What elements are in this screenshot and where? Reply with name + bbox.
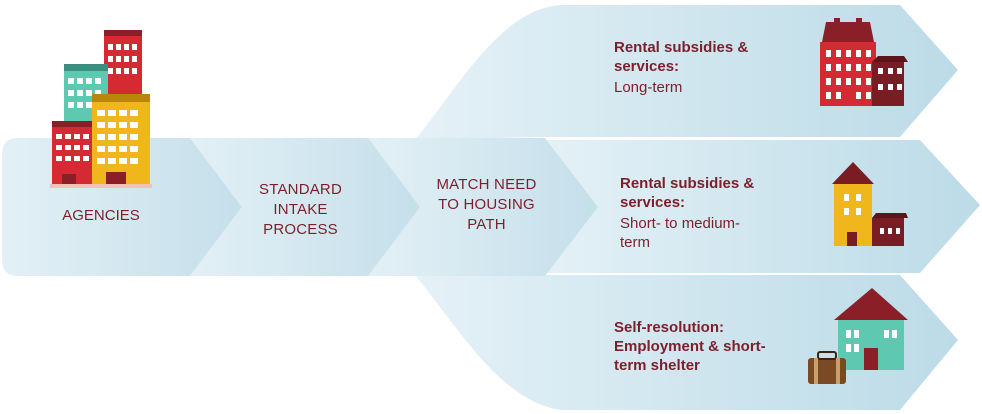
step-label-match-need: MATCH NEED TO HOUSING PATH	[424, 175, 549, 235]
chevron-standard-intake	[190, 138, 420, 276]
branch-arrow-top	[415, 5, 958, 140]
agencies-buildings-icon	[50, 30, 152, 188]
outcome-heading: Rental subsidies & services:	[620, 175, 755, 211]
step-label-agencies: AGENCIES	[62, 207, 140, 224]
outcome-short-to-medium-term: Rental subsidies & services: Short- to m…	[620, 174, 770, 252]
house-with-suitcase-icon	[808, 288, 908, 384]
outcome-detail: Short- to medium-term	[620, 215, 741, 251]
apartment-building-icon	[820, 18, 908, 106]
step-label-standard-intake: STANDARD INTAKE PROCESS	[248, 180, 353, 240]
svg-text:AGENCIES: AGENCIES	[62, 207, 140, 224]
outcome-detail: Long-term	[614, 79, 683, 96]
townhouse-icon	[832, 162, 908, 246]
chevron-match-need	[368, 138, 598, 276]
outcome-heading: Self-resolution: Employment & short-term…	[614, 319, 766, 374]
outcome-self-resolution: Self-resolution: Employment & short-term…	[614, 318, 774, 375]
outcome-heading: Rental subsidies & services:	[614, 39, 749, 75]
standard-intake-label: STANDARD INTAKE PROCESS	[259, 181, 342, 238]
outcome-long-term: Rental subsidies & services: Long-term	[614, 38, 774, 97]
match-need-label: MATCH NEED TO HOUSING PATH	[436, 176, 537, 233]
